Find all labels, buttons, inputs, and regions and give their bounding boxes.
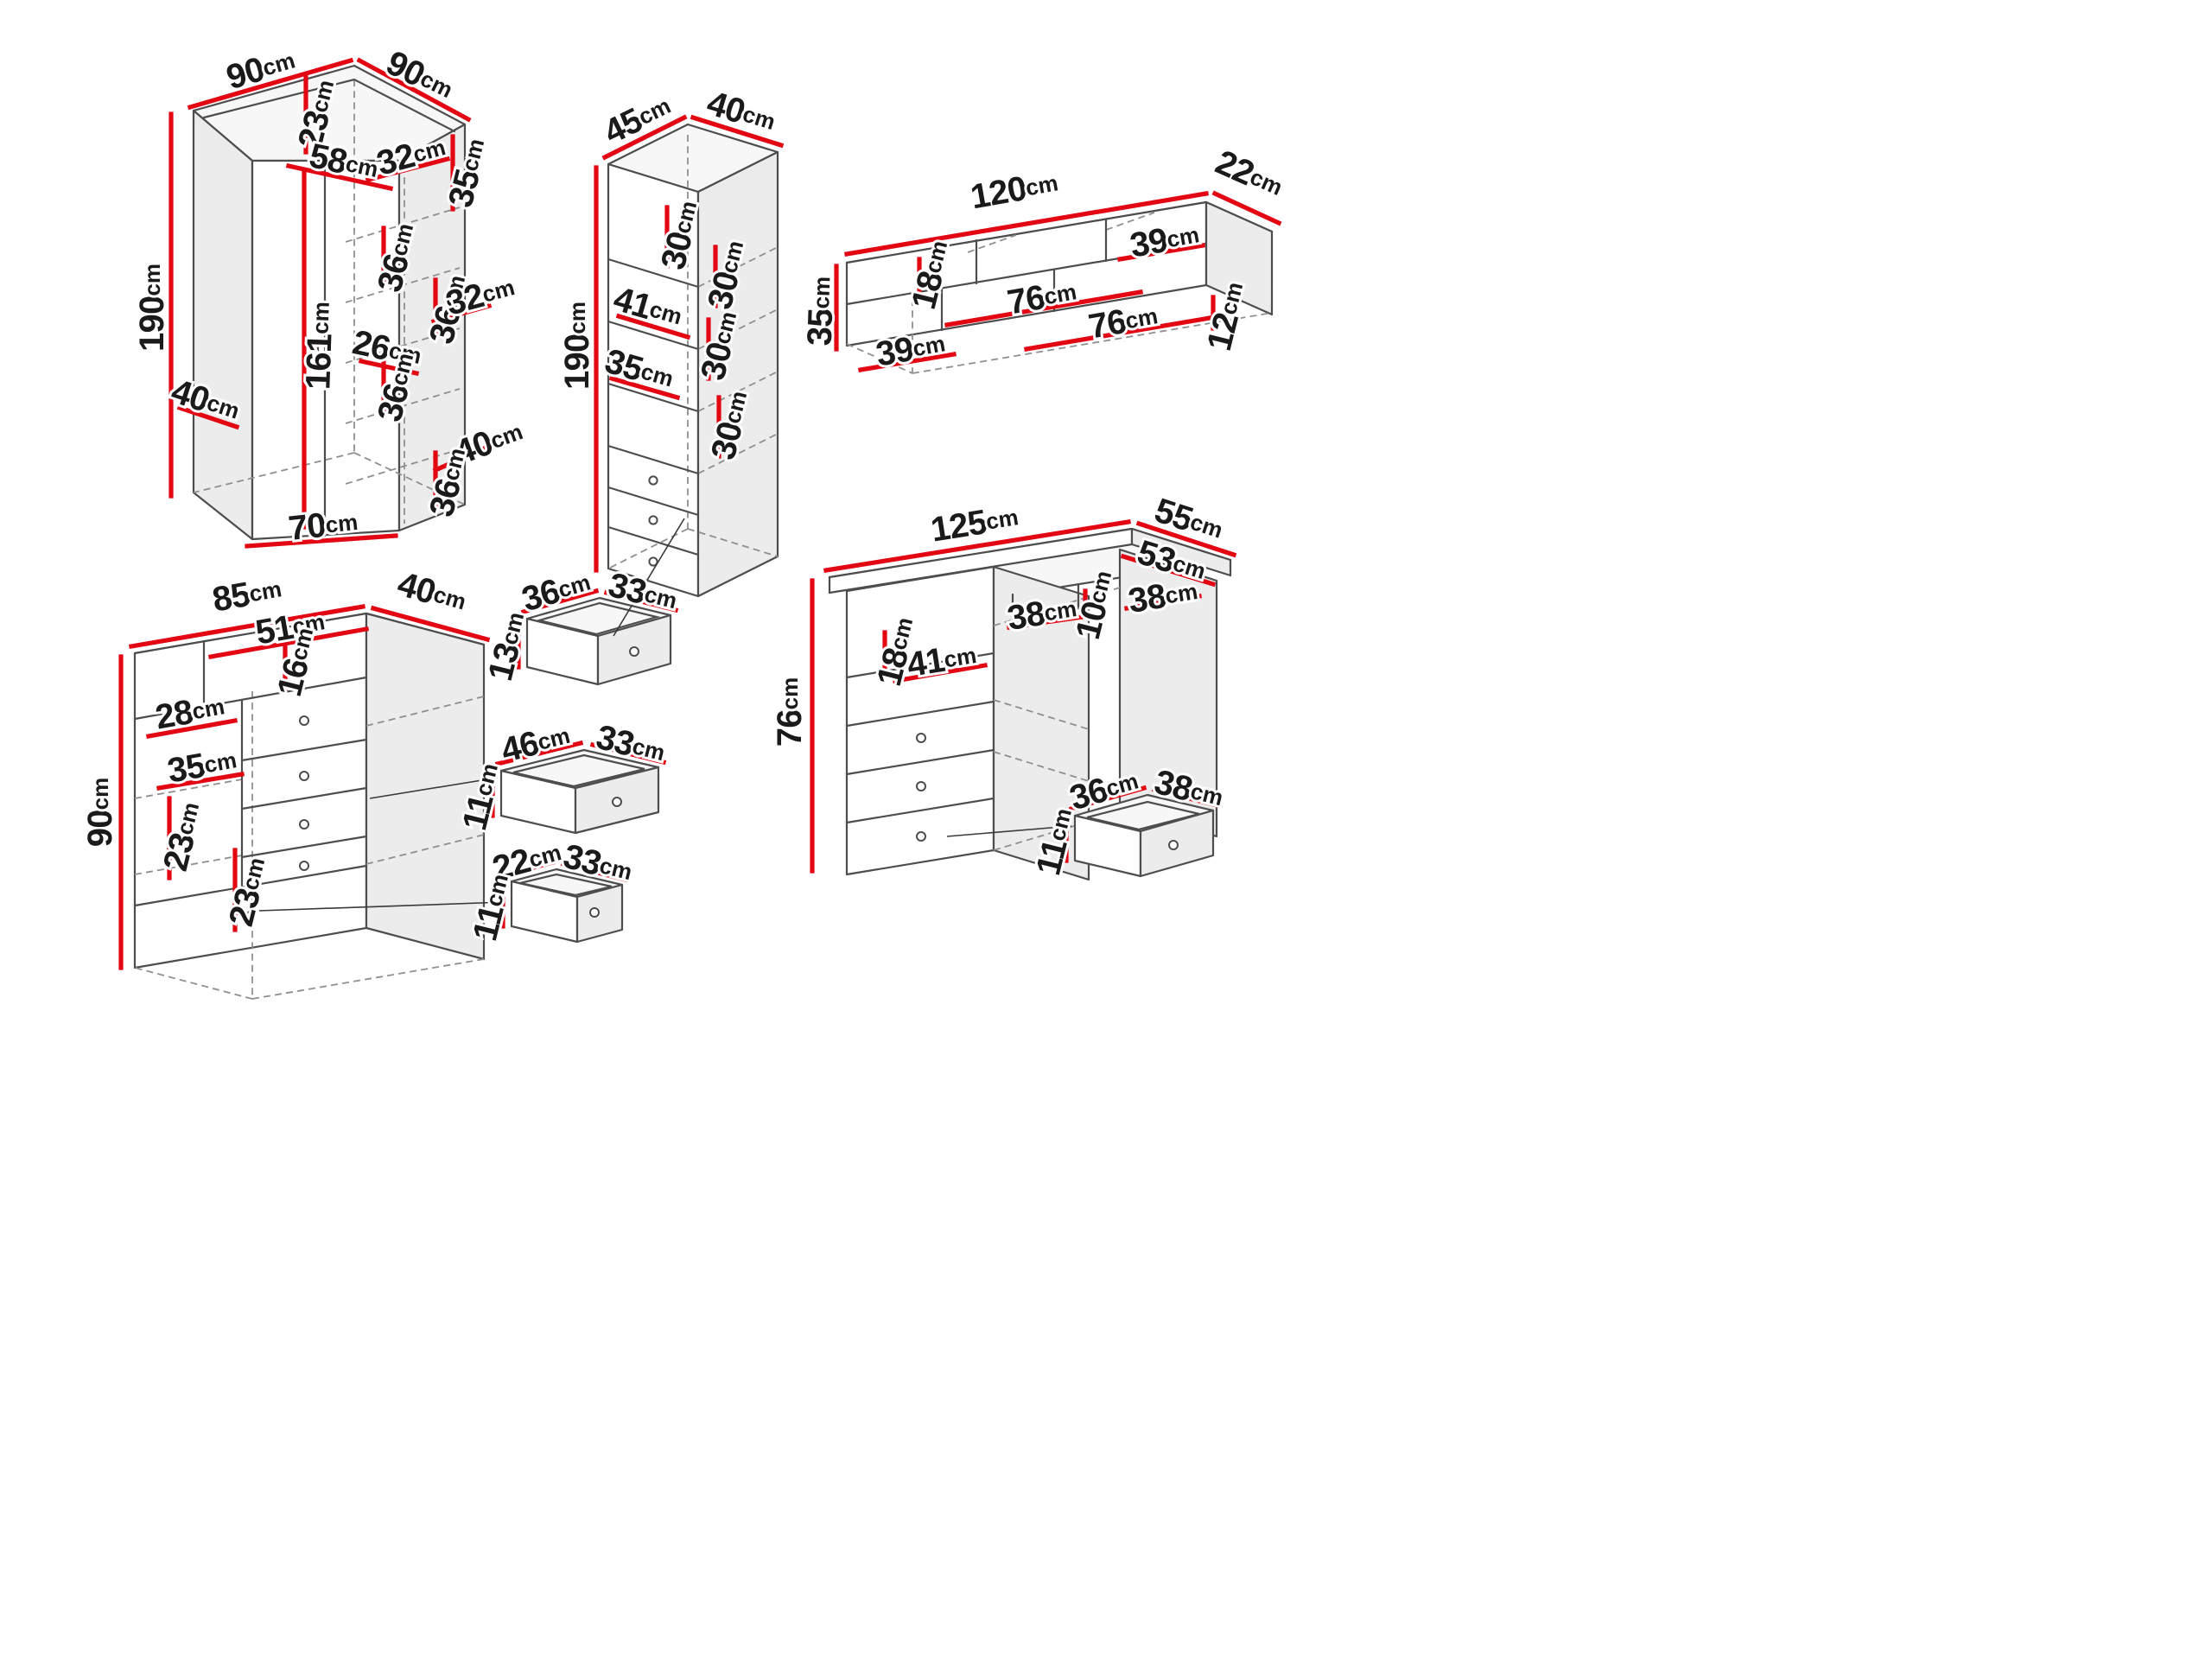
dimension-label-tall-bookcase-6: 190cm bbox=[558, 302, 596, 390]
tall-bookcase bbox=[594, 114, 785, 598]
drawer-c-handle bbox=[589, 907, 600, 918]
bookcase-drawer-handle bbox=[648, 475, 658, 486]
desk-drawer-handle bbox=[916, 733, 926, 743]
dimension-label-desk-8: 76cm bbox=[771, 677, 809, 747]
chest-of-drawers bbox=[118, 603, 491, 1000]
dimension-label-chest-of-drawers-8: 90cm bbox=[81, 778, 119, 847]
wardrobe-dimension-lines bbox=[168, 57, 501, 549]
drawer-box-c bbox=[500, 859, 629, 944]
desk-detail-lines bbox=[845, 582, 1080, 824]
dimension-label-corner-wardrobe-7: 161cm bbox=[299, 301, 340, 390]
chest-drawer-handle bbox=[299, 771, 309, 781]
drawer-b-handle bbox=[612, 797, 622, 807]
dimension-label-wall-shelf-unit-7: 12cm bbox=[1200, 278, 1254, 355]
dimension-label-wall-shelf-unit-5: 76cm bbox=[1005, 272, 1080, 321]
dimension-label-chest-of-drawers-0: 85cm bbox=[210, 569, 285, 619]
callout-chest-to-drawer-c bbox=[258, 901, 505, 912]
desk-top-right-edge bbox=[1130, 527, 1232, 577]
bookcase-hidden-lines bbox=[607, 135, 779, 569]
chest-drawer-handle bbox=[299, 715, 309, 726]
bookcase-drawer-handle bbox=[648, 556, 658, 567]
callout-bookcase-to-drawer-a bbox=[613, 518, 685, 637]
desk-pedestal-front bbox=[845, 565, 995, 876]
dimension-label-corner-wardrobe-2: 190cm bbox=[133, 264, 171, 352]
dimension-label-corner-wardrobe-3: 23cm bbox=[291, 76, 345, 153]
callout-lines bbox=[258, 518, 1072, 912]
chest-drawer-lines bbox=[133, 639, 368, 907]
drawer-box-d bbox=[1064, 785, 1220, 878]
dimension-label-wall-shelf-unit-8: 39cm bbox=[874, 324, 949, 373]
drawer-c-inner-lines bbox=[519, 873, 613, 897]
wall-unit-dimension-lines bbox=[834, 190, 1282, 372]
drawer-a-dimension-lines bbox=[516, 588, 679, 670]
drawer-d-handle bbox=[1168, 840, 1179, 850]
wall-unit-divider-lines bbox=[845, 218, 1208, 332]
desk-pedestal-side bbox=[992, 565, 1090, 881]
wardrobe-hidden-lines bbox=[193, 79, 466, 524]
wall-shelf-unit bbox=[834, 190, 1282, 374]
desk-dimension-lines bbox=[810, 519, 1237, 874]
bookcase-drawer-handle bbox=[648, 515, 658, 525]
dimension-label-tall-bookcase-4: 41cm bbox=[609, 280, 686, 335]
wall-unit-right-face bbox=[1205, 200, 1274, 316]
dimension-label-corner-wardrobe-16: 70cm bbox=[287, 503, 360, 548]
wardrobe-detail-lines bbox=[202, 78, 456, 537]
wardrobe-left-face bbox=[192, 109, 254, 541]
corner-wardrobe bbox=[168, 57, 501, 549]
callout-desk-to-drawer-d bbox=[946, 825, 1072, 837]
dimension-label-corner-wardrobe-9: 36cm bbox=[423, 271, 476, 348]
drawer-a-handle bbox=[629, 646, 639, 657]
drawer-b-dimension-lines bbox=[490, 740, 667, 818]
drawer-c-dimension-lines bbox=[500, 859, 629, 929]
dimension-label-chest-of-drawers-6: 23cm bbox=[156, 798, 210, 875]
dimension-label-wall-shelf-unit-6: 76cm bbox=[1086, 296, 1161, 346]
dimension-label-chest-of-drawers-1: 40cm bbox=[393, 565, 470, 620]
bookcase-dimension-lines bbox=[594, 114, 785, 573]
chest-hidden-lines bbox=[134, 691, 485, 1000]
dimension-label-corner-wardrobe-4: 58cm bbox=[306, 137, 382, 188]
dimension-label-wall-shelf-unit-4: 39cm bbox=[1128, 215, 1203, 264]
desk-drawer-handle bbox=[916, 781, 926, 791]
wall-unit-hidden-lines bbox=[846, 212, 1273, 374]
chest-dimension-lines bbox=[118, 603, 491, 970]
drawer-a-inner-lines bbox=[535, 601, 661, 636]
desk-right-panel bbox=[1118, 548, 1218, 838]
chest-right-face bbox=[365, 612, 486, 961]
dimension-label-wall-shelf-unit-2: 35cm bbox=[801, 276, 842, 346]
callout-chest-to-drawer-b bbox=[369, 777, 499, 799]
desk-drawer-handle bbox=[916, 831, 926, 842]
drawer-d-inner-lines bbox=[1086, 800, 1200, 831]
chest-drawer-handle bbox=[299, 861, 309, 871]
bookcase-shelf-lines bbox=[607, 257, 700, 556]
wardrobe-right-face bbox=[397, 123, 467, 532]
drawer-c-right-face bbox=[575, 883, 624, 944]
chest-drawer-handle bbox=[245, 911, 256, 921]
drawer-box-b bbox=[490, 740, 667, 835]
chest-drawer-handle bbox=[299, 819, 309, 830]
drawer-b-inner-lines bbox=[512, 753, 645, 788]
dimension-label-wall-shelf-unit-0: 120cm bbox=[968, 163, 1061, 216]
dimension-label-desk-0: 125cm bbox=[928, 498, 1021, 549]
desk bbox=[810, 519, 1237, 881]
